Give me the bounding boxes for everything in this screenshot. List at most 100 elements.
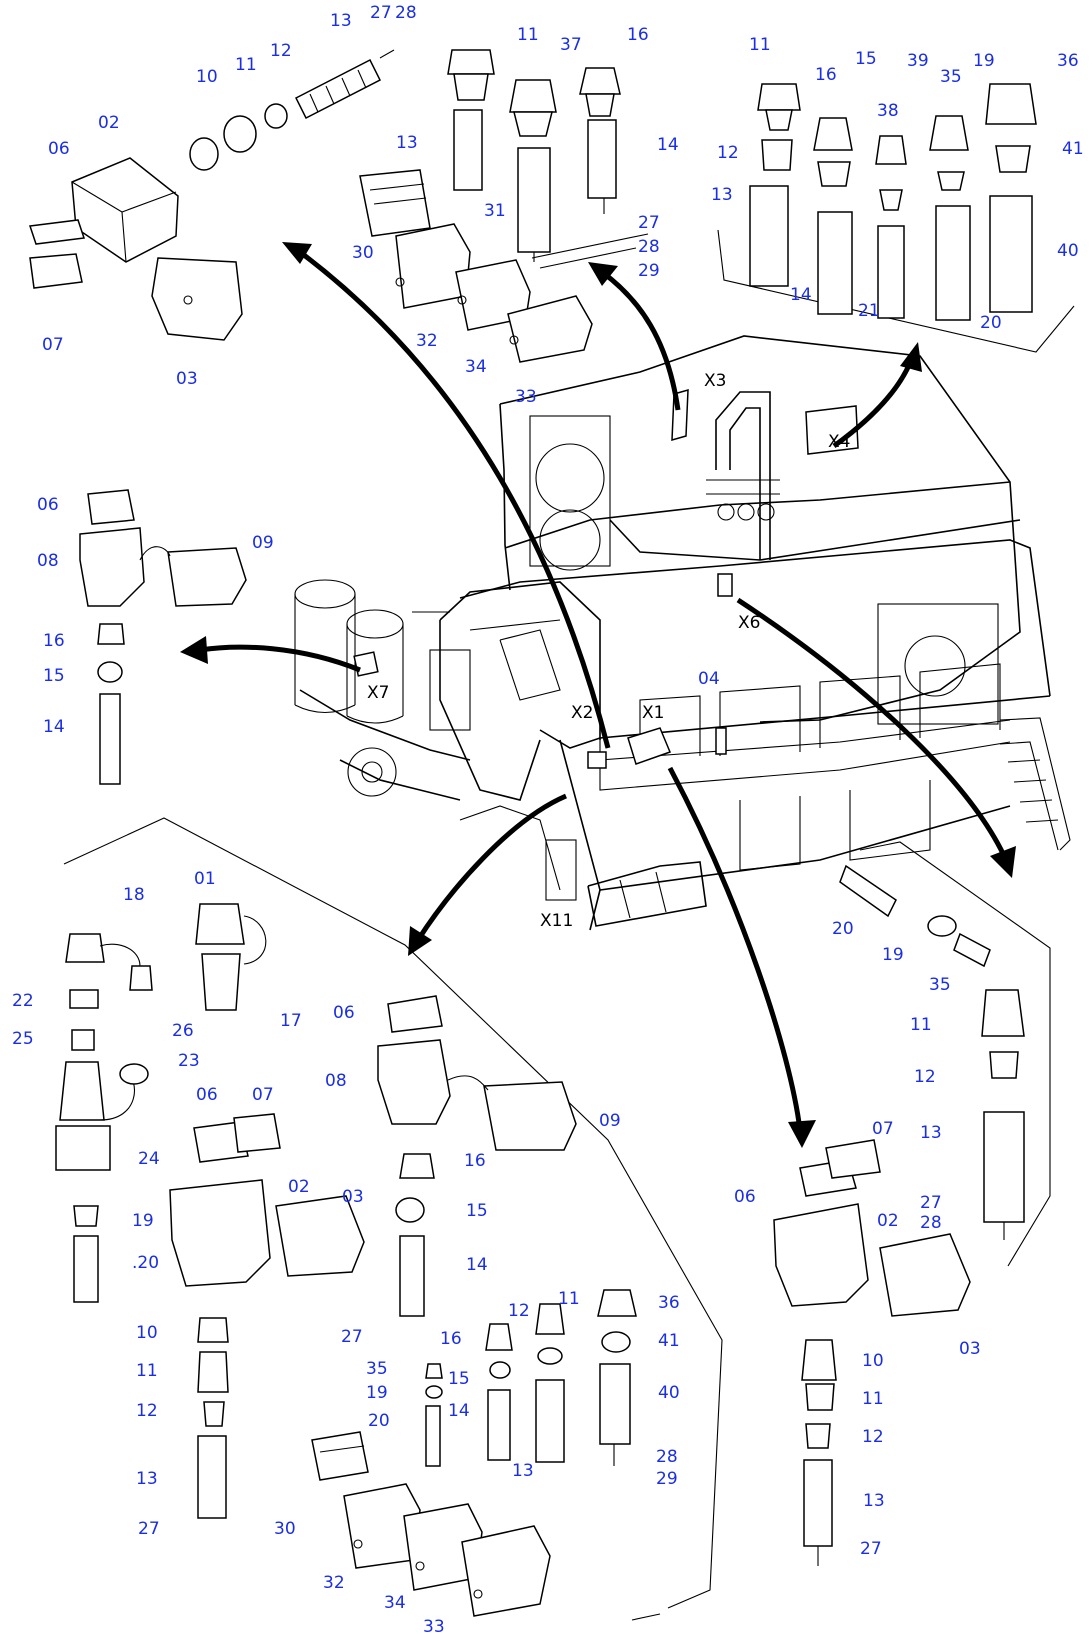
part-number-label: 07 (252, 1085, 274, 1105)
part-number-label: 11 (517, 25, 539, 45)
part-number-label: 12 (862, 1427, 884, 1447)
part-number-label: 19 (882, 945, 904, 965)
part-number-label: 14 (657, 135, 679, 155)
part-number-label: 06 (734, 1187, 756, 1207)
part-number-label: 06 (196, 1085, 218, 1105)
part-number-label: 14 (466, 1255, 488, 1275)
part-number-label: 30 (274, 1519, 296, 1539)
part-number-label: 34 (465, 357, 487, 377)
group-top-right (749, 83, 1037, 321)
part-number-label: 10 (196, 67, 218, 87)
group-left-middle (79, 489, 247, 785)
part-number-label: 16 (440, 1329, 462, 1349)
part-number-label: 03 (959, 1339, 981, 1359)
part-number-label: 19 (132, 1211, 154, 1231)
part-number-label: 13 (512, 1461, 534, 1481)
part-number-label: 29 (656, 1469, 678, 1489)
part-number-label: 12 (914, 1067, 936, 1087)
part-number-label: 27 (638, 213, 660, 233)
part-number-label: 15 (466, 1201, 488, 1221)
part-number-label: 10 (136, 1323, 158, 1343)
part-number-label: 11 (136, 1361, 158, 1381)
group-bottom-left (55, 903, 267, 1303)
connector-label: X1 (642, 703, 664, 723)
part-number-label: 36 (1057, 51, 1079, 71)
part-number-label: 27 (341, 1327, 363, 1347)
part-number-label: 16 (627, 25, 649, 45)
part-number-label: 13 (330, 11, 352, 31)
part-number-label: 24 (138, 1149, 160, 1169)
part-number-label: 06 (48, 139, 70, 159)
group-top-left (28, 49, 395, 341)
part-number-label: 09 (252, 533, 274, 553)
part-number-label: 28 (638, 237, 660, 257)
part-number-label: 40 (658, 1383, 680, 1403)
part-number-label: 39 (907, 51, 929, 71)
part-number-label: 16 (43, 631, 65, 651)
part-number-label: 40 (1057, 241, 1079, 261)
part-number-label: 29 (638, 261, 660, 281)
part-number-label: .20 (132, 1253, 159, 1273)
group-bottom-right (773, 864, 1025, 1566)
part-number-label: 11 (910, 1015, 932, 1035)
part-number-label: 41 (1062, 139, 1084, 159)
part-number-label: 01 (194, 869, 216, 889)
part-number-label: 04 (698, 669, 720, 689)
part-number-label: 19 (366, 1383, 388, 1403)
part-number-label: 13 (136, 1469, 158, 1489)
part-number-label: 02 (288, 1177, 310, 1197)
part-number-label: 15 (448, 1369, 470, 1389)
part-number-label: 06 (333, 1003, 355, 1023)
part-number-label: 22 (12, 991, 34, 1011)
part-number-label: 20 (368, 1411, 390, 1431)
part-number-label: 11 (235, 55, 257, 75)
part-number-label: 27 (920, 1193, 942, 1213)
part-number-label: 32 (323, 1573, 345, 1593)
part-number-label: 02 (877, 1211, 899, 1231)
part-number-label: 16 (815, 65, 837, 85)
part-number-label: 14 (43, 717, 65, 737)
part-number-label: 27 (138, 1519, 160, 1539)
part-number-label: 10 (862, 1351, 884, 1371)
group-top-middle (359, 49, 621, 363)
part-number-label: 03 (342, 1187, 364, 1207)
part-number-label: 35 (929, 975, 951, 995)
part-number-label: 12 (270, 41, 292, 61)
part-number-label: 07 (42, 335, 64, 355)
part-number-label: 37 (560, 35, 582, 55)
part-number-label: 14 (790, 285, 812, 305)
part-number-label: 14 (448, 1401, 470, 1421)
part-number-label: 11 (558, 1289, 580, 1309)
part-number-label: 34 (384, 1593, 406, 1613)
part-number-label: 07 (872, 1119, 894, 1139)
part-number-label: 13 (863, 1491, 885, 1511)
part-number-label: 28 (920, 1213, 942, 1233)
part-number-label: 08 (37, 551, 59, 571)
part-number-label: 20 (980, 313, 1002, 333)
connector-label: X7 (367, 683, 389, 703)
part-number-label: 16 (464, 1151, 486, 1171)
part-number-label: 27 (370, 3, 392, 23)
part-number-label: 03 (176, 369, 198, 389)
part-number-label: 08 (325, 1071, 347, 1091)
part-number-label: 19 (973, 51, 995, 71)
part-number-label: 06 (37, 495, 59, 515)
part-number-label: 36 (658, 1293, 680, 1313)
part-number-label: 15 (855, 49, 877, 69)
part-number-label: 13 (396, 133, 418, 153)
part-number-label: 25 (12, 1029, 34, 1049)
part-number-label: 20 (832, 919, 854, 939)
part-number-label: 12 (136, 1401, 158, 1421)
group-bottom-middle (169, 995, 637, 1617)
part-number-label: 13 (920, 1123, 942, 1143)
part-number-label: 26 (172, 1021, 194, 1041)
part-number-label: 15 (43, 666, 65, 686)
part-number-label: 28 (656, 1447, 678, 1467)
part-number-label: 11 (749, 35, 771, 55)
part-number-label: 31 (484, 201, 506, 221)
part-number-label: 18 (123, 885, 145, 905)
callout-arrows (180, 242, 1016, 1148)
part-number-label: 38 (877, 101, 899, 121)
part-number-label: 12 (508, 1301, 530, 1321)
